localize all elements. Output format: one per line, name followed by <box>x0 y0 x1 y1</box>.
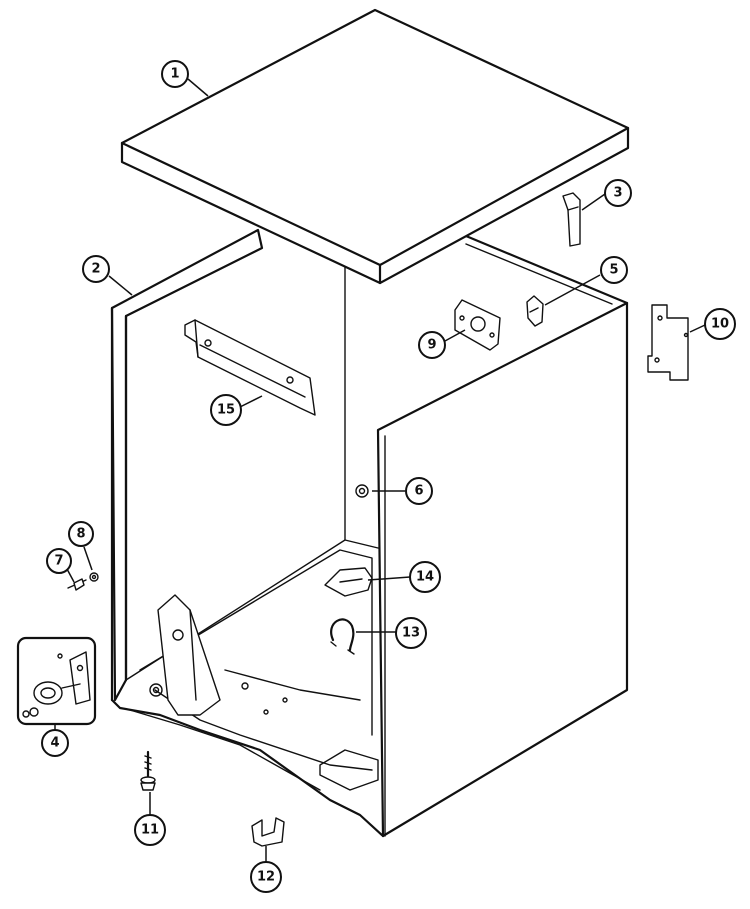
callout-15-label: 15 <box>217 403 235 418</box>
bracket-part-12 <box>251 817 285 847</box>
screw-part-7 <box>67 578 87 591</box>
callout-15: 15 <box>210 394 242 426</box>
callout-6-label: 6 <box>414 484 423 499</box>
callout-10: 10 <box>704 308 736 340</box>
callout-1-label: 1 <box>170 67 179 82</box>
callout-14: 14 <box>409 561 441 593</box>
duct-cover-part-14 <box>324 567 373 597</box>
callout-4: 4 <box>41 729 69 757</box>
callout-10-label: 10 <box>711 317 729 332</box>
plug-part-6 <box>355 484 369 498</box>
callout-3: 3 <box>604 179 632 207</box>
callout-12: 12 <box>250 861 282 893</box>
callout-14-label: 14 <box>416 570 434 585</box>
callout-5: 5 <box>600 256 628 284</box>
wire-clip-part-13 <box>330 618 355 655</box>
callout-8: 8 <box>68 521 94 547</box>
callout-11: 11 <box>134 814 166 846</box>
callout-5-label: 5 <box>609 263 618 278</box>
leveling-leg-part-11 <box>140 750 156 791</box>
callout-4-label: 4 <box>50 736 59 751</box>
callout-6: 6 <box>405 477 433 505</box>
rear-bracket <box>184 319 316 416</box>
callout-7: 7 <box>46 548 72 574</box>
callout-1: 1 <box>161 60 189 88</box>
clip-part-3 <box>562 192 581 247</box>
callout-12-label: 12 <box>257 870 275 885</box>
mounting-plate-part-9 <box>454 299 501 351</box>
callout-9-label: 9 <box>427 338 436 353</box>
callout-13-label: 13 <box>402 626 420 641</box>
panel-part-10 <box>647 304 689 381</box>
leader-lines <box>54 78 706 862</box>
callout-7-label: 7 <box>54 554 63 569</box>
top-lid <box>120 8 630 285</box>
hinge-assembly-part-4 <box>16 636 97 726</box>
callout-8-label: 8 <box>76 527 85 542</box>
callout-2-label: 2 <box>91 262 100 277</box>
callout-9: 9 <box>418 331 446 359</box>
hook-part-5 <box>526 295 544 327</box>
callout-11-label: 11 <box>141 823 159 838</box>
callout-2: 2 <box>82 255 110 283</box>
callout-3-label: 3 <box>613 186 622 201</box>
nut-part-8 <box>89 572 99 582</box>
cabinet-body <box>110 228 629 838</box>
callout-13: 13 <box>395 617 427 649</box>
